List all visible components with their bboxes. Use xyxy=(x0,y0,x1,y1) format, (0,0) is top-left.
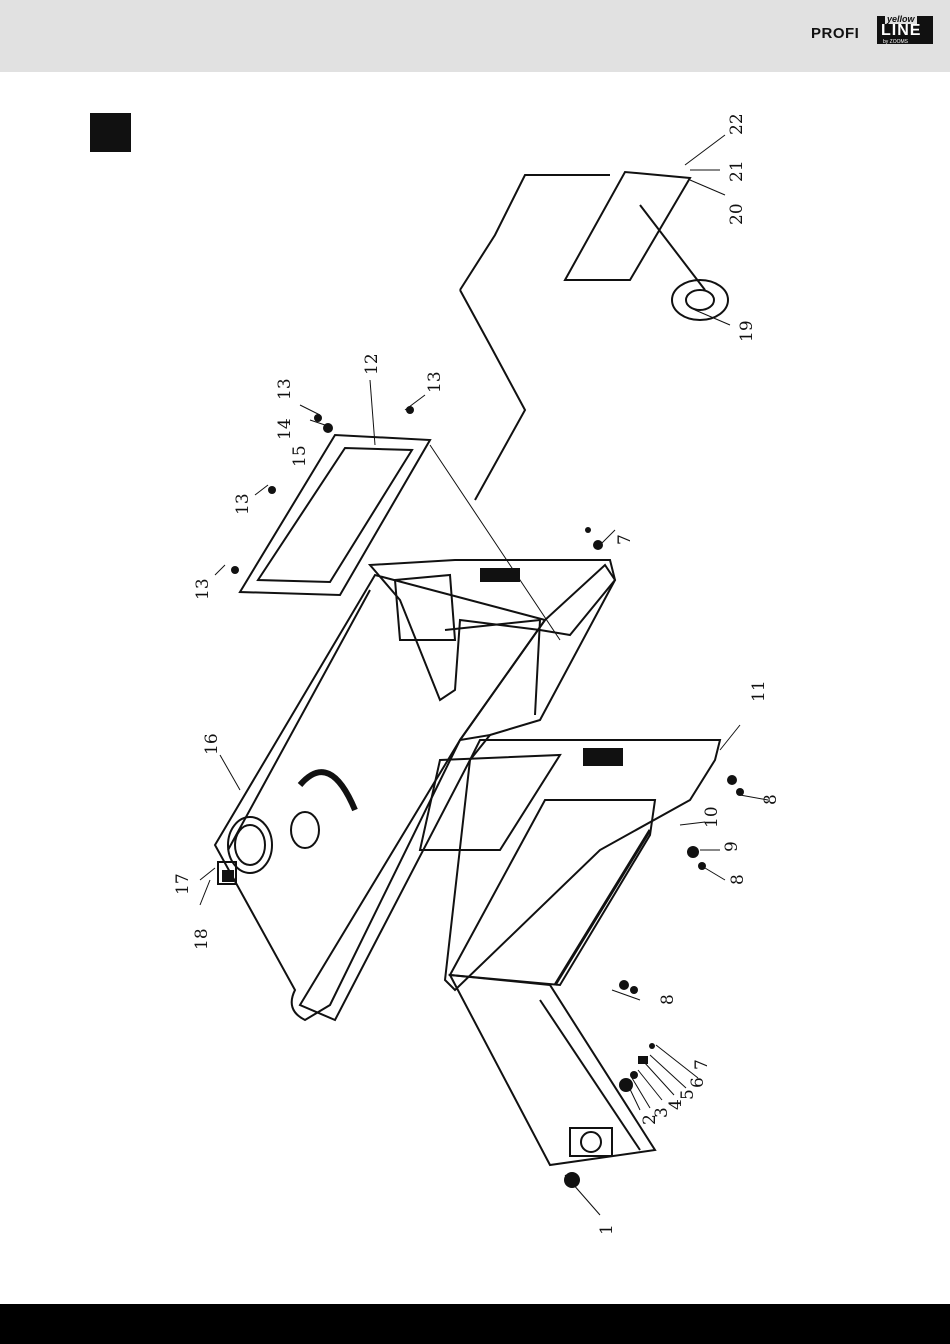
knob-1 xyxy=(564,1172,580,1188)
label-1: 1 xyxy=(597,1224,617,1235)
label-20: 20 xyxy=(727,203,747,225)
page-footer xyxy=(0,1304,950,1344)
label-19: 19 xyxy=(737,320,757,342)
guide-line-3 xyxy=(430,445,560,640)
body-front xyxy=(300,735,490,1020)
brand-yellow: yellow xyxy=(885,14,917,24)
brand-line: LINE xyxy=(881,22,921,40)
guide-line-2 xyxy=(460,290,525,500)
label-13b: 13 xyxy=(233,493,253,515)
handle-slot xyxy=(300,772,355,810)
fuel-gauge xyxy=(291,812,319,848)
label-21: 21 xyxy=(727,160,747,182)
top-panel-edge xyxy=(228,590,370,850)
inner-box xyxy=(420,755,560,850)
label-12: 12 xyxy=(362,353,382,375)
label-6: 6 xyxy=(688,1077,708,1088)
label-13a: 13 xyxy=(193,578,213,600)
front-panel-grill xyxy=(555,830,650,985)
guide-line-1 xyxy=(460,175,610,290)
label-7a: 7 xyxy=(692,1059,712,1070)
brand-logo: PROFI LINE yellow by ZOOMS xyxy=(811,12,936,48)
label-17: 17 xyxy=(173,873,193,895)
left-frame xyxy=(445,740,720,990)
label-15: 15 xyxy=(290,445,310,467)
label-8a: 8 xyxy=(658,994,678,1005)
brand-by: by ZOOMS xyxy=(883,39,908,45)
wheel-axle xyxy=(565,172,690,280)
label-9: 9 xyxy=(722,841,742,852)
top-panel xyxy=(215,575,545,1020)
label-5: 5 xyxy=(678,1089,698,1100)
exploded-view-diagram: 1 2 3 4 5 6 7 8 8 9 10 8 11 7 13 13 15 1… xyxy=(0,72,950,1304)
window-frame xyxy=(240,435,430,595)
label-8c: 8 xyxy=(761,794,781,805)
label-7b: 7 xyxy=(615,534,635,545)
label-16: 16 xyxy=(202,733,222,755)
label-10: 10 xyxy=(702,806,722,828)
wheel xyxy=(672,280,728,320)
label-18: 18 xyxy=(192,928,212,950)
label-14: 14 xyxy=(275,418,295,440)
label-8b: 8 xyxy=(728,874,748,885)
front-panel xyxy=(450,800,655,985)
label-11: 11 xyxy=(749,680,769,702)
label-13d: 13 xyxy=(425,371,445,393)
brand-profi: PROFI xyxy=(811,25,859,42)
label-22: 22 xyxy=(727,113,747,135)
window-frame-inner xyxy=(258,448,412,582)
page-header: PROFI LINE yellow by ZOOMS xyxy=(0,0,950,72)
label-13c: 13 xyxy=(275,378,295,400)
front-lid xyxy=(450,975,655,1165)
